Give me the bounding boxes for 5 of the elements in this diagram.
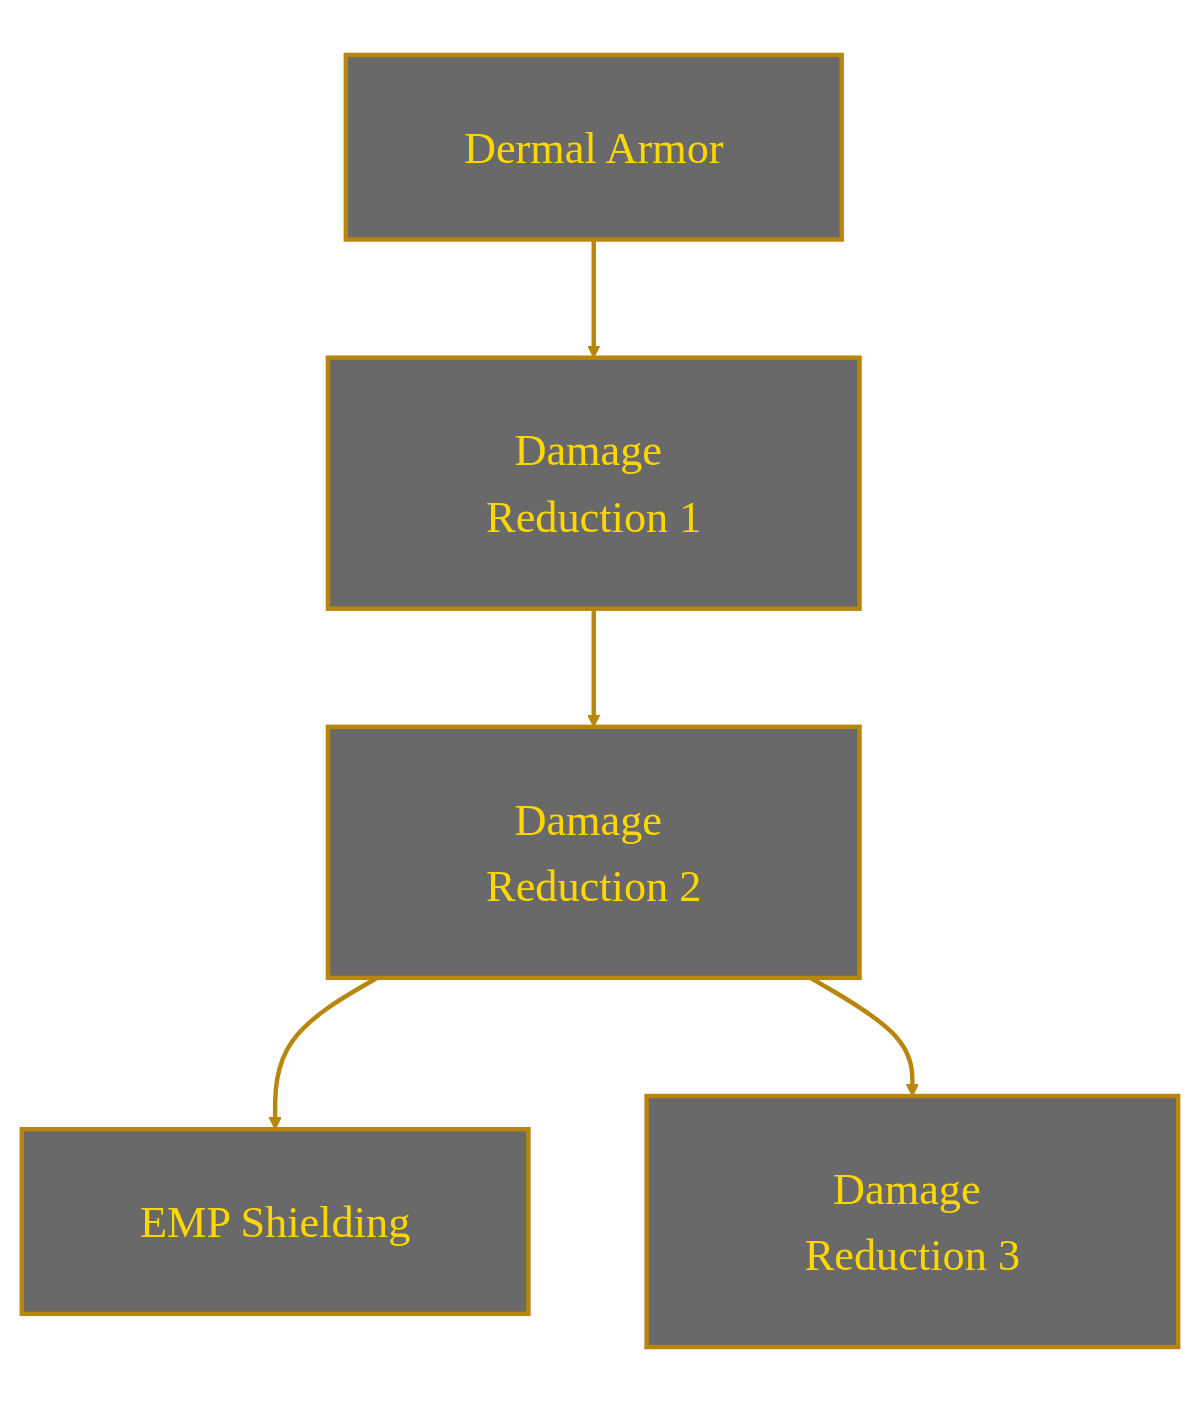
node-box: Dermal Armor (343, 52, 844, 242)
node-box: Damage Reduction 3 (644, 1093, 1181, 1350)
node-box: Damage Reduction 1 (325, 355, 862, 611)
node-box: EMP Shielding (19, 1127, 531, 1317)
node-box: Damage Reduction 2 (325, 724, 862, 981)
